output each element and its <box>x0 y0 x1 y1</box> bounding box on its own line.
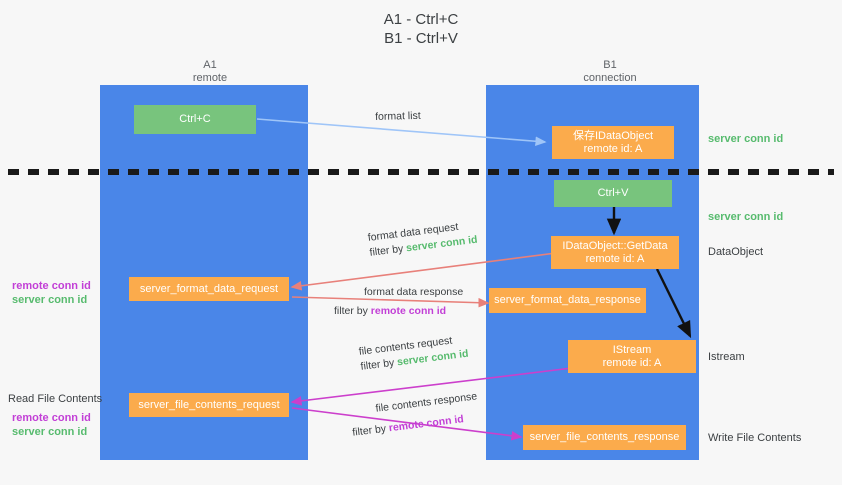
node-server-format-data-response-label: server_format_data_response <box>494 294 641 306</box>
node-istream-line1: IStream <box>612 343 652 356</box>
flow-label-format-list-line1: format list <box>375 109 421 123</box>
node-getdata-line1: IDataObject::GetData <box>562 239 668 252</box>
node-server-format-data-request[interactable]: server_format_data_request <box>129 277 289 301</box>
filter-value-remote-conn-id: remote conn id <box>370 305 447 317</box>
annotation-remote-conn-id: remote conn id <box>12 412 91 424</box>
node-save-dataobject-line1: 保存IDataObject <box>572 129 654 142</box>
node-server-file-contents-request[interactable]: server_file_contents_request <box>129 393 289 417</box>
annotation-server-conn-id: server conn id <box>12 294 88 306</box>
lane-header-a1: A1 remote <box>120 59 300 85</box>
filter-prefix: filter by <box>334 305 371 317</box>
filter-value-remote-conn-id: remote conn id <box>388 413 465 435</box>
node-ctrl-c[interactable]: Ctrl+C <box>134 105 256 134</box>
lane-a1-subtitle: remote <box>192 72 228 84</box>
flow-label-format-data-response-line1: format data response <box>364 286 464 298</box>
title-line-2: B1 - Ctrl+V <box>384 30 458 47</box>
annotation-istream: Istream <box>708 351 745 363</box>
title-line-1: A1 - Ctrl+C <box>383 11 459 28</box>
node-idataobject-getdata[interactable]: IDataObject::GetData remote id: A <box>551 236 679 269</box>
annotation-remote-conn-id: remote conn id <box>12 280 91 292</box>
filter-prefix: filter by <box>368 242 407 259</box>
flow-label-file-contents-response-filter: filter by remote conn id <box>352 410 481 441</box>
flow-label-format-data-request: format data request filter by server con… <box>367 218 478 261</box>
lane-a1-name: A1 <box>203 59 217 71</box>
node-server-format-data-request-label: server_format_data_request <box>139 282 279 295</box>
node-ctrl-v[interactable]: Ctrl+V <box>554 180 672 207</box>
annotation-server-conn-id-mid: server conn id <box>708 211 784 223</box>
annotation-server-conn-id-top: server conn id <box>708 133 784 145</box>
flow-label-file-contents-response: file contents response filter by remote … <box>349 389 481 440</box>
flow-label-format-list: format list <box>375 109 421 125</box>
flow-label-format-data-response: format data response filter by remote co… <box>334 285 463 319</box>
annotation-server-conn-id: server conn id <box>12 426 88 438</box>
annotation-conn-ids-lower: remote conn id server conn id <box>12 411 91 439</box>
node-server-format-data-response[interactable]: server_format_data_response <box>489 288 646 313</box>
node-istream-line2: remote id: A <box>602 356 662 369</box>
lane-b1-name: B1 <box>603 59 617 71</box>
annotation-write-file-contents: Write File Contents <box>708 432 802 444</box>
node-ctrl-c-label: Ctrl+C <box>179 113 211 125</box>
node-ctrl-v-label: Ctrl+V <box>597 187 629 199</box>
annotation-conn-ids-upper: remote conn id server conn id <box>12 279 91 307</box>
lane-b1-subtitle: connection <box>583 72 637 84</box>
node-save-dataobject-line2: remote id: A <box>583 142 643 155</box>
page-title: A1 - Ctrl+C B1 - Ctrl+V <box>0 10 842 48</box>
node-istream[interactable]: IStream remote id: A <box>568 340 696 373</box>
filter-prefix: filter by <box>351 422 390 439</box>
annotation-dataobject: DataObject <box>708 246 764 258</box>
node-server-file-contents-request-label: server_file_contents_request <box>138 398 280 411</box>
node-server-file-contents-response-label: server_file_contents_response <box>529 431 680 443</box>
node-save-dataobject[interactable]: 保存IDataObject remote id: A <box>552 126 674 159</box>
filter-prefix: filter by <box>359 356 398 373</box>
annotation-read-file-contents: Read File Contents <box>8 393 103 405</box>
lane-header-b1: B1 connection <box>520 59 700 85</box>
flow-label-file-contents-request: file contents request filter by server c… <box>358 332 469 375</box>
node-server-file-contents-response[interactable]: server_file_contents_response <box>523 425 686 450</box>
node-getdata-line2: remote id: A <box>585 252 645 265</box>
flow-label-format-data-response-filter: filter by remote conn id <box>334 304 463 319</box>
